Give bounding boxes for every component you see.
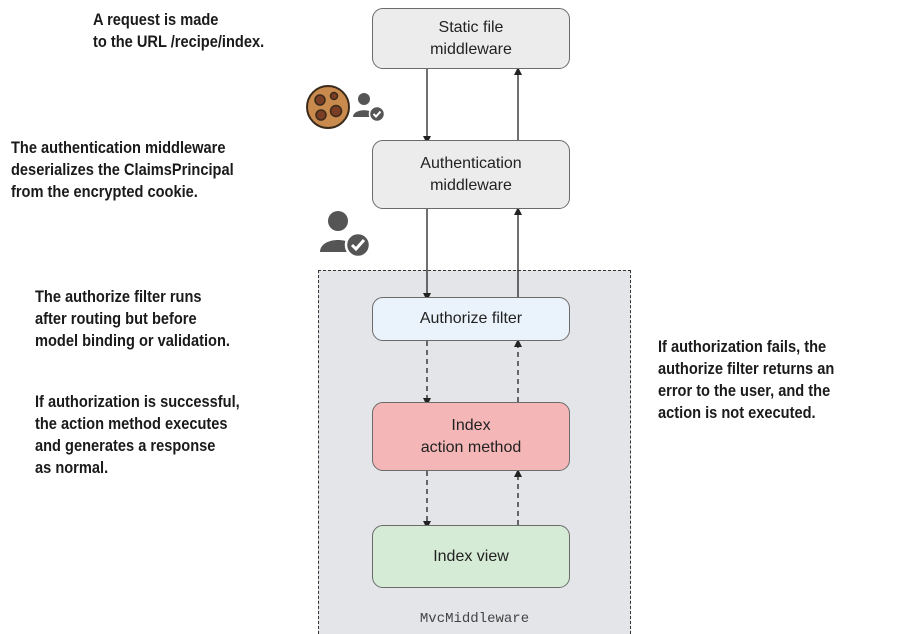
note-authorization-success: If authorization is successful, the acti… [35, 391, 240, 479]
note-line: to the URL /recipe/index. [93, 32, 265, 51]
static-file-middleware-box: Static file middleware [372, 8, 570, 69]
note-line: The authentication middleware [11, 138, 226, 157]
note-authorize-filter: The authorize filter runs after routing … [35, 286, 230, 352]
note-line: action is not executed. [658, 403, 816, 422]
box-label-line1: Authorize filter [419, 310, 523, 327]
cookie-icon [306, 85, 350, 129]
authentication-middleware-box: Authentication middleware [372, 140, 570, 209]
index-action-method-box: Index action method [372, 402, 570, 471]
note-line: model binding or validation. [35, 331, 230, 350]
note-line: the action method executes [35, 414, 228, 433]
note-line: A request is made [93, 10, 219, 29]
box-label-line1: Authentication [420, 154, 522, 172]
note-line: error to the user, and the [658, 381, 831, 400]
authorize-filter-box: Authorize filter [372, 297, 570, 341]
user-check-icon [353, 93, 386, 123]
note-authorization-fails: If authorization fails, the authorize fi… [658, 336, 834, 424]
note-line: If authorization is successful, [35, 392, 240, 411]
note-line: deserializes the ClaimsPrincipal [11, 160, 234, 179]
box-label-line2: middleware [430, 176, 512, 194]
note-line: The authorize filter runs [35, 287, 202, 306]
note-authentication-middleware: The authentication middleware deserializ… [11, 137, 234, 203]
box-label-line1: Index view [433, 547, 509, 565]
note-line: after routing but before [35, 309, 197, 328]
box-label-line2: middleware [430, 40, 512, 58]
note-line: If authorization fails, the [658, 337, 827, 356]
note-line: from the encrypted cookie. [11, 182, 198, 201]
box-label-line1: Static file [438, 18, 504, 36]
box-label-line2: action method [420, 438, 522, 456]
region-label: MvcMiddleware [419, 611, 530, 627]
note-line: authorize filter returns an [658, 359, 835, 378]
index-view-box: Index view [372, 525, 570, 588]
note-line: and generates a response [35, 436, 216, 455]
box-label-line1: Index [451, 416, 491, 434]
note-request: A request is made to the URL /recipe/ind… [93, 9, 264, 53]
note-line: as normal. [35, 458, 109, 477]
user-check-icon [320, 211, 372, 259]
